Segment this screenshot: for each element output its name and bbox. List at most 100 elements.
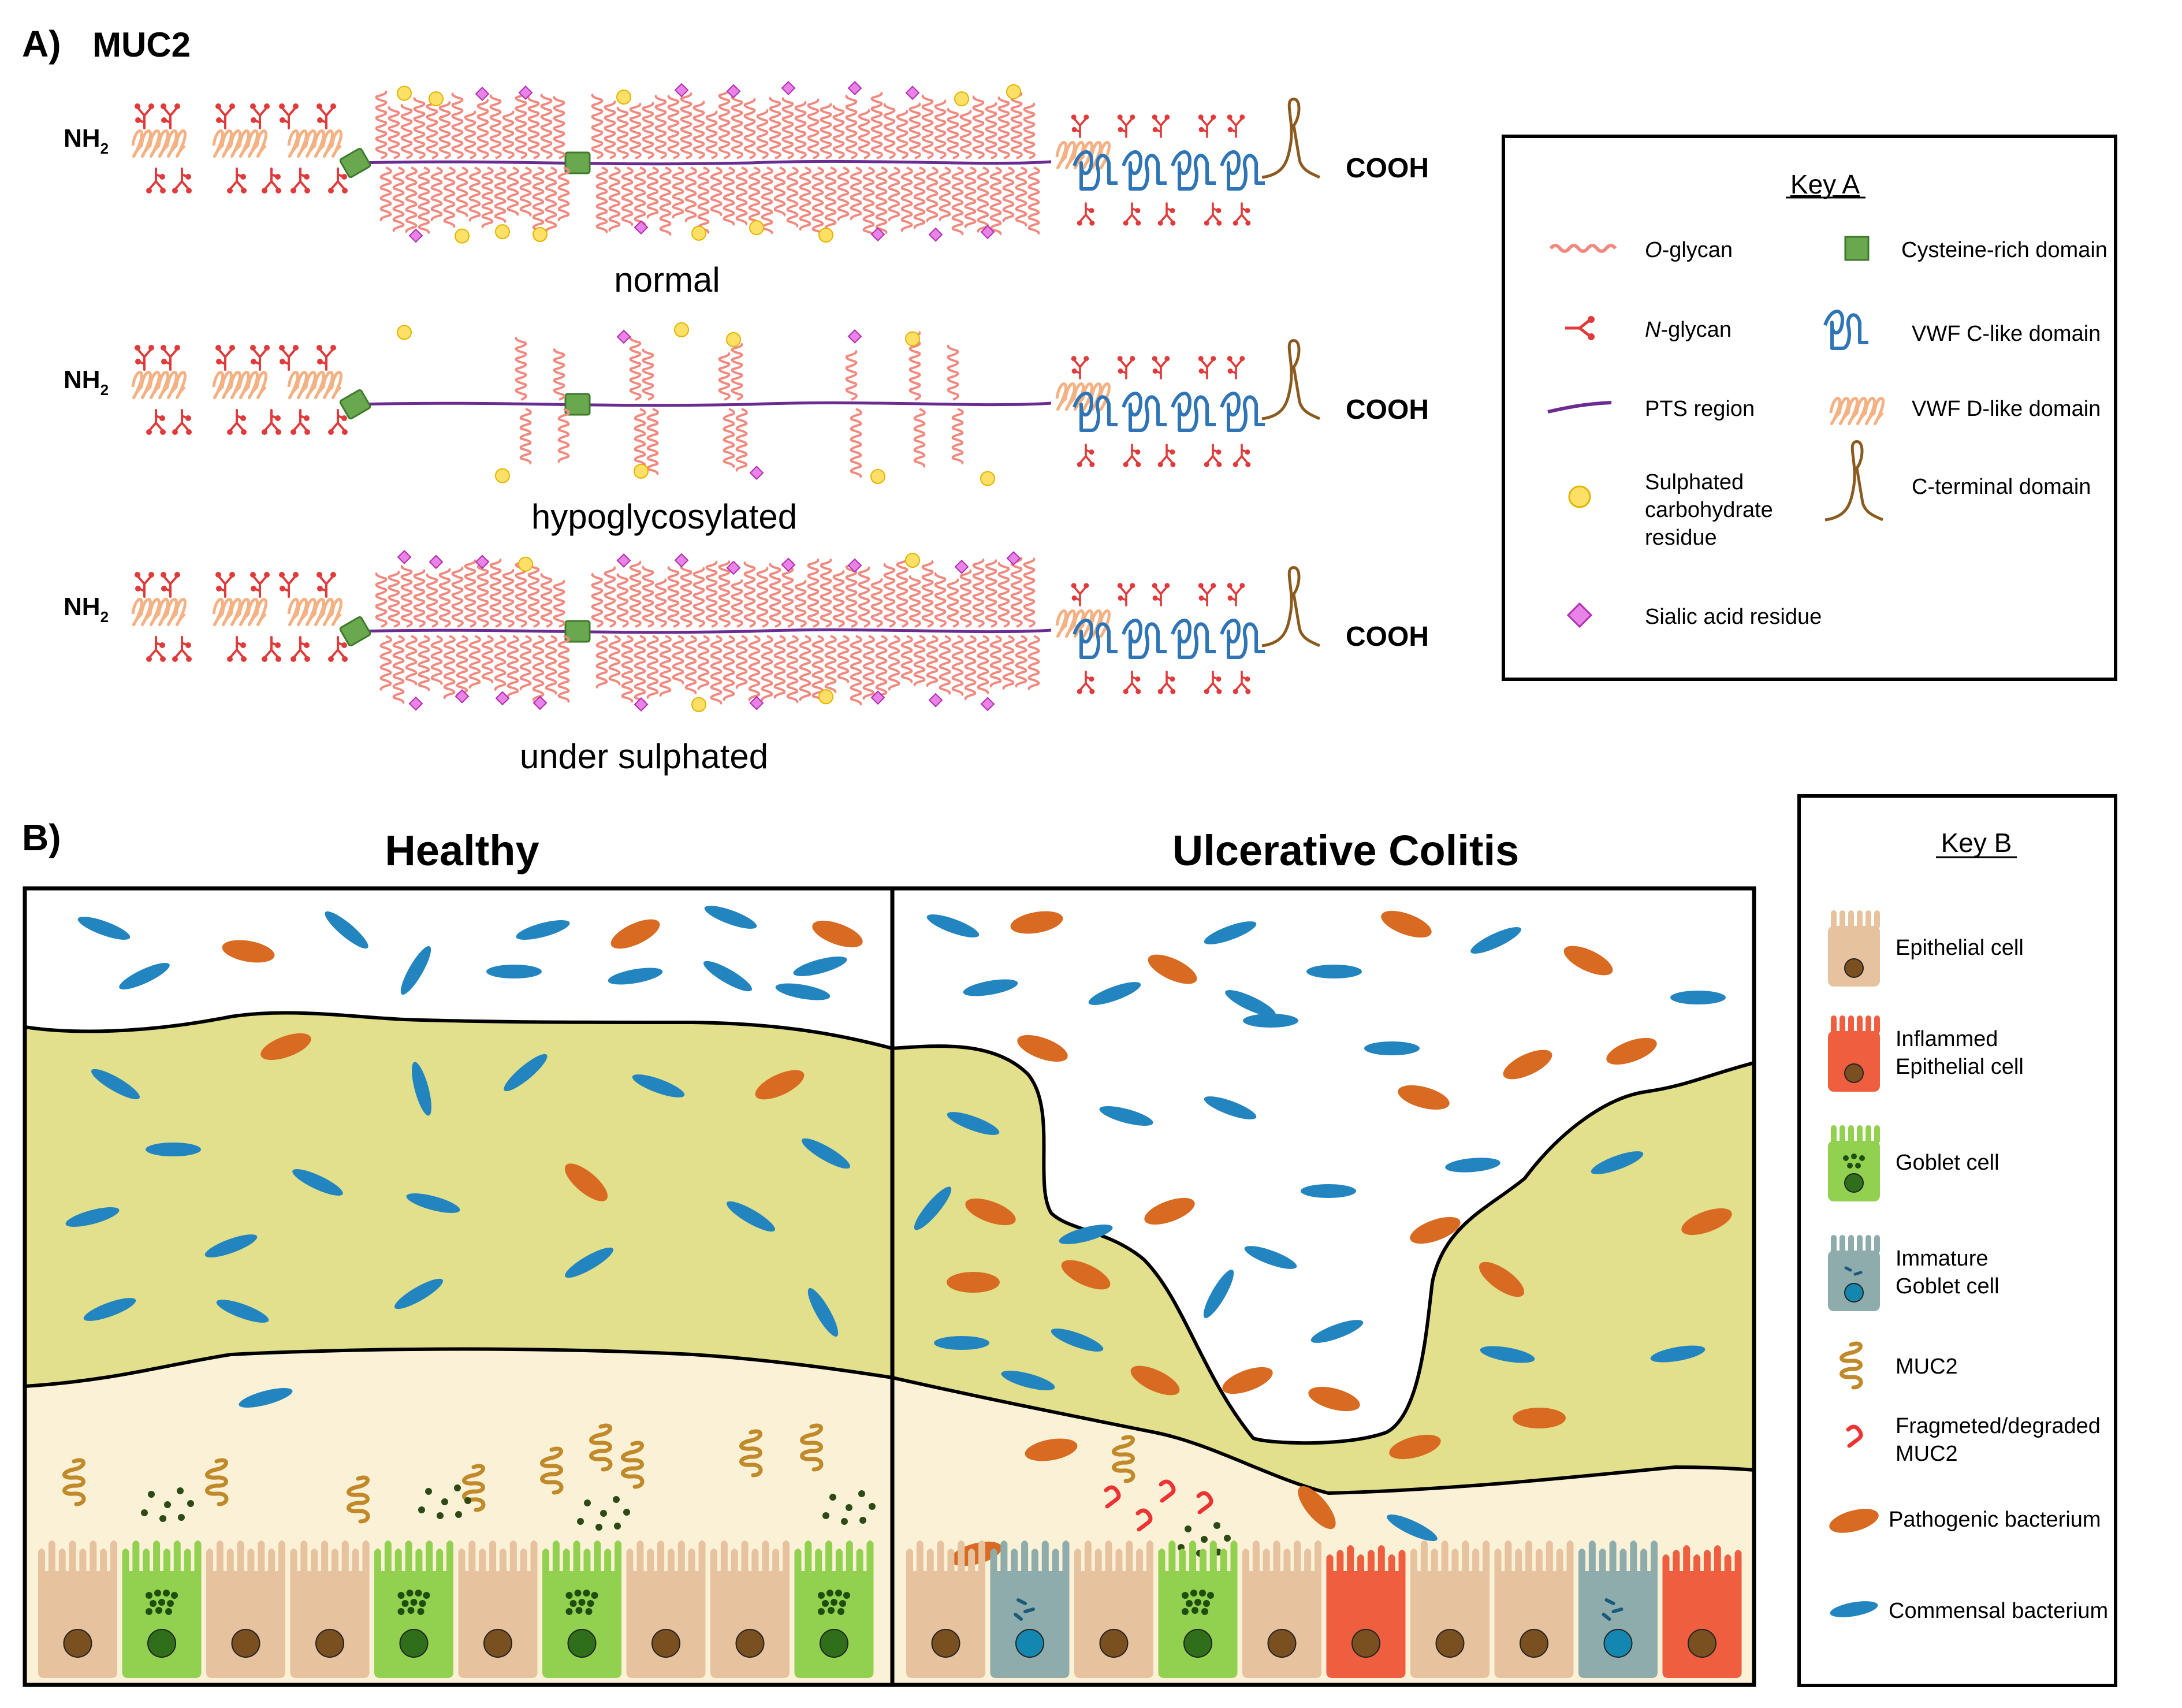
secretory-granule	[613, 1496, 620, 1503]
n-glycan-icon	[1071, 114, 1089, 138]
n-glycan-icon	[328, 409, 348, 435]
n-glycan-icon	[1152, 583, 1170, 606]
o-glycan	[405, 635, 418, 686]
o-glycan	[926, 635, 939, 687]
uc-secretions	[1104, 1435, 1231, 1557]
pathogenic-bacterium	[965, 1198, 1016, 1226]
o-glycan	[913, 166, 926, 230]
o-glycan	[646, 408, 659, 475]
commensal-bacterium	[406, 1193, 460, 1213]
degraded-muc2-icon	[1846, 1424, 1863, 1448]
o-glycan	[392, 166, 405, 233]
o-glycan	[515, 91, 527, 159]
o-glycan	[989, 635, 1002, 688]
o-glycan	[413, 96, 426, 159]
o-glycan	[832, 105, 845, 159]
nh2-label: NH2	[64, 366, 109, 399]
sialic-acid-residue	[726, 560, 741, 575]
sialic-acid-residue	[749, 695, 764, 710]
o-glycan	[680, 565, 692, 628]
o-glycan	[735, 408, 748, 472]
key-a-label: residue	[1645, 526, 1717, 550]
o-glycan	[811, 166, 824, 236]
key-b-label: MUC2	[1896, 1355, 1958, 1379]
n-glycan-icon	[316, 103, 336, 129]
key-a-label: PTS region	[1645, 397, 1755, 421]
o-glycan	[1027, 166, 1040, 235]
o-glycan	[443, 635, 456, 699]
key-b-label: Epithelial cell	[1896, 1055, 2024, 1079]
pathogenic-bacterium	[222, 940, 275, 963]
key-b-label: Epithelial cell	[1896, 936, 2024, 960]
o-glycan	[430, 635, 443, 686]
degraded-muc2	[1159, 1479, 1176, 1503]
goblet-cell	[122, 1540, 202, 1678]
secretory-granule	[159, 1515, 166, 1522]
n-glycan-icon	[146, 636, 166, 662]
sialic-acid-residue	[847, 329, 862, 344]
o-glycan	[1023, 557, 1036, 628]
n-glycan-icon	[279, 103, 299, 129]
n-glycan-icon	[1233, 202, 1251, 226]
sulphated-residue	[954, 91, 969, 107]
epithelial-cell-icon	[1828, 910, 1880, 987]
secretory-granule	[141, 1509, 148, 1516]
inflamed-epithelial-cell	[1326, 1545, 1406, 1678]
sialic-acid-residue	[674, 553, 689, 568]
cysteine-rich-domain	[339, 616, 371, 647]
muc2	[739, 1429, 763, 1478]
commensal-bacterium	[947, 1112, 1000, 1135]
o-glycan	[769, 562, 781, 628]
n-glycan-icon	[279, 345, 299, 371]
panel-b: B) Healthy Ulcerative Colitis	[22, 817, 1756, 1687]
vwf-d-like-domain	[287, 598, 342, 626]
o-glycan	[705, 110, 718, 159]
key-b-label: Immature	[1896, 1246, 1988, 1271]
o-glycan	[735, 635, 748, 690]
commensal-bacterium	[926, 914, 980, 937]
secretory-granule	[595, 1524, 602, 1531]
o-glycan	[799, 166, 811, 231]
o-glycan	[710, 635, 723, 705]
o-glycan	[761, 166, 773, 235]
o-glycan	[735, 166, 748, 226]
o-glycan	[375, 572, 388, 628]
sulphated-residue	[1006, 84, 1021, 99]
o-glycan	[591, 93, 604, 159]
o-glycan	[786, 166, 799, 228]
commensal-bacterium	[914, 1186, 952, 1230]
o-glycan	[947, 107, 959, 159]
pathogenic-bacterium	[1017, 1035, 1068, 1062]
o-glycan	[456, 166, 468, 218]
commensal-bacterium	[1480, 1346, 1535, 1363]
o-glycan	[553, 348, 565, 401]
o-glycan	[684, 166, 697, 223]
sulphated-residue	[495, 224, 510, 240]
n-glycan-icon	[1233, 444, 1251, 467]
secretory-granule	[177, 1487, 184, 1494]
sialic-acid-residue	[905, 85, 920, 101]
o-glycan	[710, 166, 723, 217]
n-glycan-icon	[161, 572, 180, 598]
o-glycan	[989, 166, 1002, 236]
uc-bacteria	[914, 910, 1732, 1566]
sulphated-residue	[397, 85, 412, 101]
sialic-acid-residue	[455, 689, 470, 704]
key-b-label: MUC2	[1896, 1442, 1958, 1466]
o-glycan	[761, 635, 773, 702]
o-glycan	[464, 110, 476, 159]
degraded-muc2	[1135, 1508, 1153, 1532]
vwf-c-like-domain	[1220, 392, 1265, 432]
o-glycan	[604, 100, 616, 159]
o-glycan	[545, 635, 557, 695]
goblet-cell	[794, 1540, 874, 1678]
vwf-d-like-domain-icon	[1829, 397, 1885, 425]
o-glycan	[769, 96, 781, 159]
commensal-bacterium	[1301, 1184, 1356, 1198]
secretory-granule	[822, 1512, 829, 1519]
key-b-title: Key B	[1941, 828, 2012, 858]
commensal-bacterium	[1059, 1225, 1113, 1244]
